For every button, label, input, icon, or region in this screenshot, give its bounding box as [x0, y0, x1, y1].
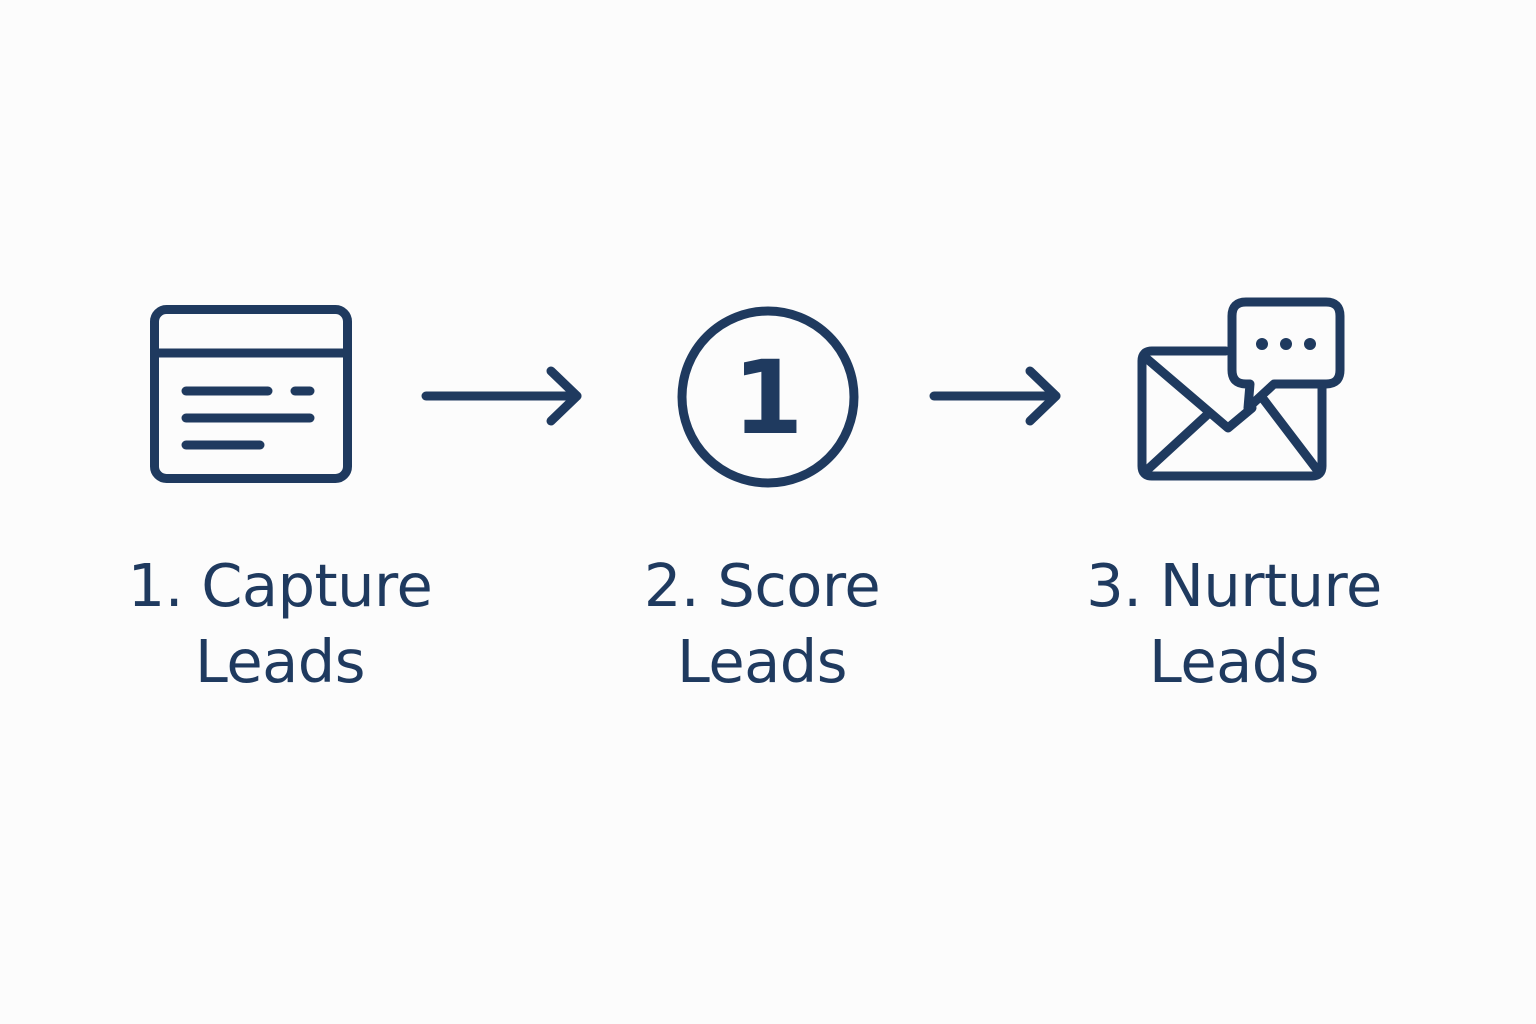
step-label-line2: Leads [195, 627, 365, 696]
arrow-right-icon [929, 366, 1061, 426]
step-label-line2: Leads [1149, 627, 1319, 696]
step-label-line1: 2. Score [643, 551, 881, 620]
arrow-right-icon [421, 366, 582, 426]
step-capture-leads-label: 1. Capture Leads [80, 548, 480, 700]
web-form-icon [150, 305, 352, 483]
score-badge-number: 1 [733, 339, 804, 458]
email-chat-icon [1137, 297, 1345, 481]
score-badge-icon: 1 [677, 306, 859, 488]
step-score-leads-label: 2. Score Leads [562, 548, 962, 700]
step-label-line2: Leads [677, 627, 847, 696]
step-label-line1: 3. Nurture [1086, 551, 1382, 620]
step-nurture-leads-label: 3. Nurture Leads [1034, 548, 1434, 700]
step-label-line1: 1. Capture [127, 551, 433, 620]
